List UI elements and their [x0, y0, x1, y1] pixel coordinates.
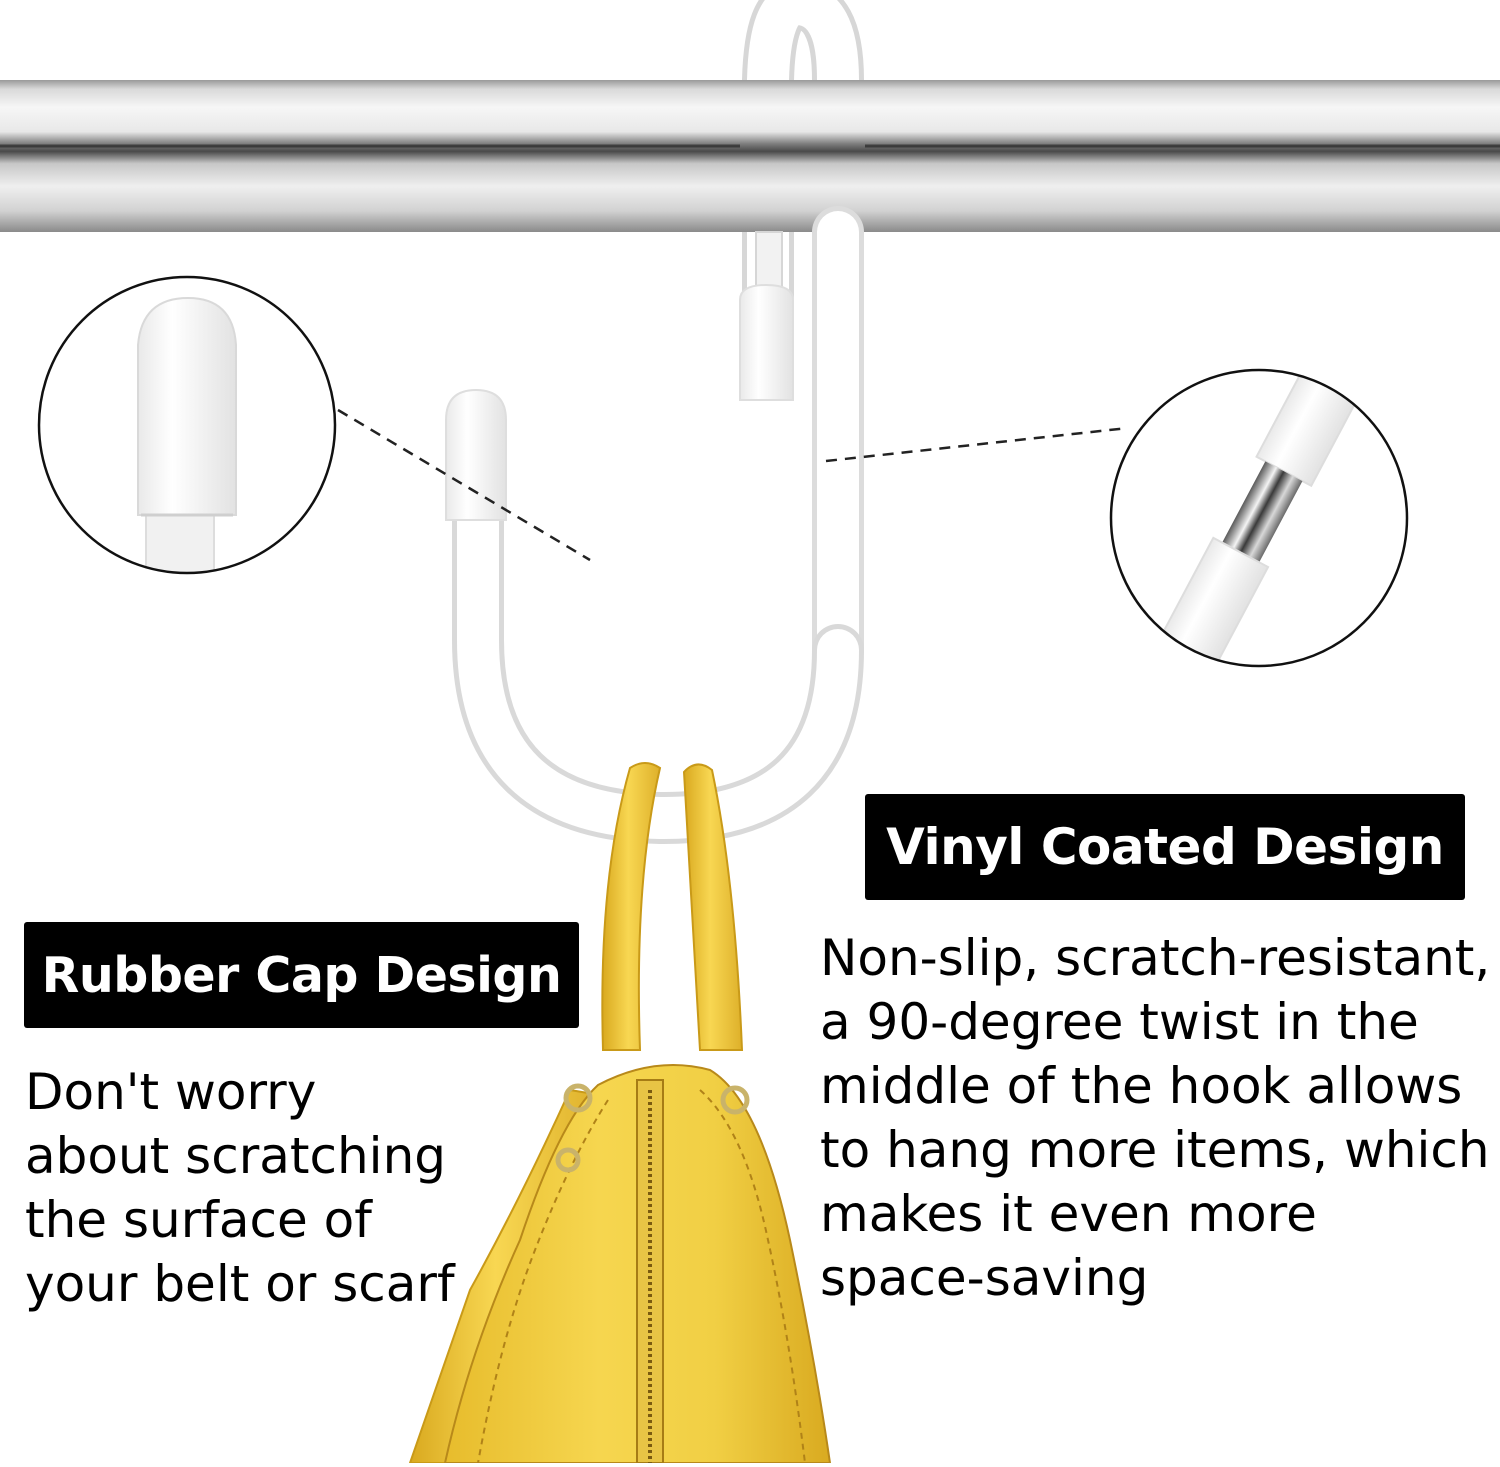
- vinyl-coated-description-line: middle of the hook allows: [820, 1057, 1463, 1115]
- vinyl-coated-design-label: Vinyl Coated Design: [865, 794, 1465, 900]
- rubber-cap-description: Don't worry about scratching the surface…: [25, 1060, 465, 1316]
- vinyl-coating-zoom-icon: [1109, 368, 1409, 668]
- vinyl-coated-description-line: space-saving: [820, 1249, 1149, 1307]
- s-hook-icon: [445, 0, 865, 845]
- vinyl-coated-description-line: a 90-degree twist in the: [820, 993, 1419, 1051]
- yellow-handbag-icon: [408, 762, 832, 1464]
- rubber-cap-description-line: Don't worry: [25, 1063, 317, 1121]
- rubber-cap-zoom-icon: [37, 275, 337, 575]
- rubber-cap-description-line: about scratching: [25, 1127, 446, 1185]
- vinyl-coated-description-line: to hang more items, which: [820, 1121, 1490, 1179]
- vinyl-coated-description-line: Non-slip, scratch-resistant,: [820, 929, 1491, 987]
- vinyl-coated-description: Non-slip, scratch-resistant, a 90-degree…: [820, 926, 1498, 1310]
- rubber-cap-design-label: Rubber Cap Design: [24, 922, 579, 1028]
- rubber-cap-description-line: the surface of: [25, 1191, 372, 1249]
- rubber-cap-description-line: your belt or scarf: [25, 1255, 455, 1313]
- leader-lines: [337, 408, 1129, 562]
- vinyl-coated-description-line: makes it even more: [820, 1185, 1317, 1243]
